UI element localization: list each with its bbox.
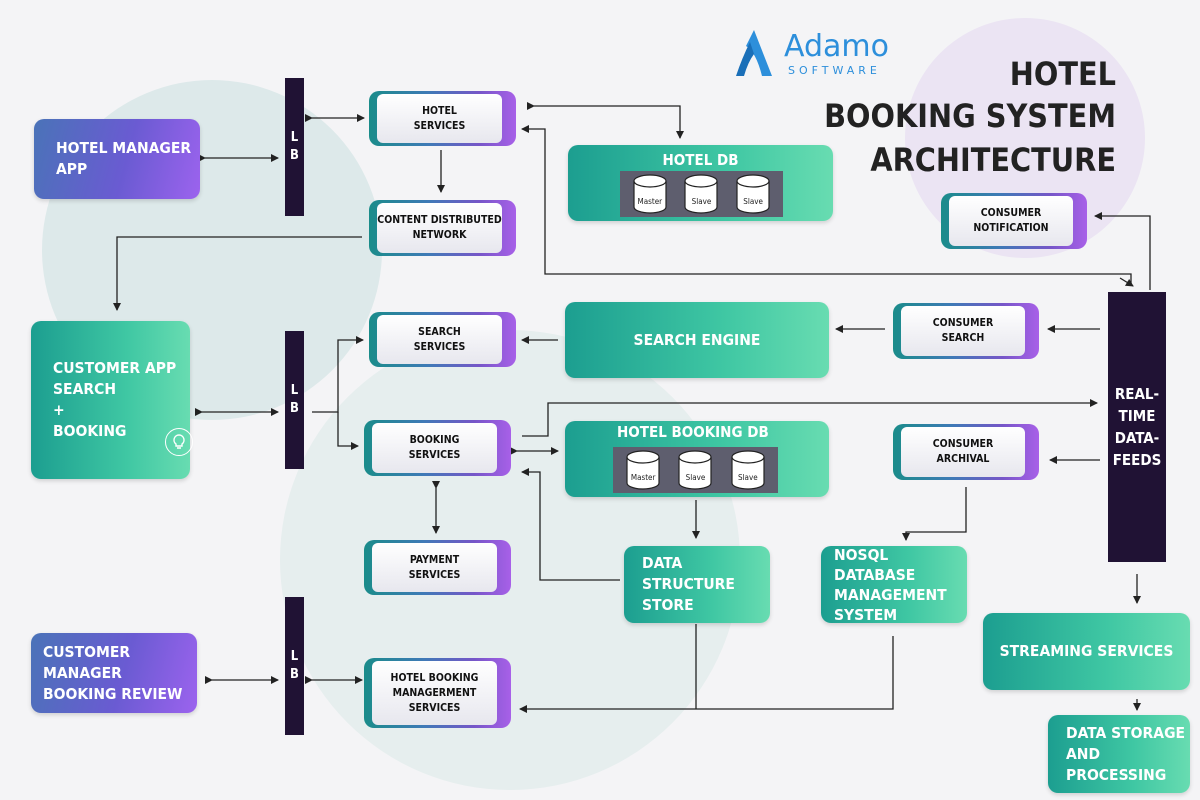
data-storage-label: DATA STORAGE AND PROCESSING [1066, 723, 1186, 784]
search-services-label: SEARCH SERVICES [377, 315, 502, 364]
nosql-database-management-system: NOSQL DATABASE MANAGEMENT SYSTEM [821, 545, 967, 624]
lightbulb-icon [165, 428, 193, 456]
hotel-db-label: HOTEL DB [662, 151, 739, 169]
search-services: SEARCH SERVICES [369, 312, 516, 367]
diagram-title-line2: BOOKING SYSTEM [824, 97, 1116, 135]
logo-name: Adamo [784, 29, 889, 64]
hotel-booking-management-services: HOTEL BOOKING MANAGERMENT SERVICES [364, 658, 511, 728]
hotel-db-nodes: Master Slave Slave [620, 171, 783, 217]
hotel-manager-app-label: HOTEL MANAGER APP [56, 139, 192, 178]
data-storage-and-processing: DATA STORAGE AND PROCESSING [1048, 715, 1190, 793]
diagram-title-line3: ARCHITECTURE [870, 141, 1116, 179]
real-time-data-feeds: REAL- TIME DATA- FEEDS [1108, 292, 1166, 562]
database-icon-master: Master [624, 449, 662, 491]
lb2-letter-b: B [290, 401, 299, 416]
database-icon-slave: Slave [682, 173, 720, 215]
adamo-logo: Adamo SOFTWARE [732, 28, 907, 84]
lb1-letter-b: B [290, 148, 299, 163]
hotel-booking-db-label: HOTEL BOOKING DB [617, 423, 769, 441]
database-icon-slave: Slave [734, 173, 772, 215]
search-engine-label: SEARCH ENGINE [633, 330, 761, 349]
consumer-notification: CONSUMER NOTIFICATION [941, 193, 1087, 249]
adamo-logo-icon [736, 30, 772, 76]
real-time-data-feeds-label: REAL- TIME DATA- FEEDS [1112, 385, 1162, 469]
hotel-services: HOTEL SERVICES [369, 91, 516, 146]
customer-app-label: CUSTOMER APP SEARCH + BOOKING [53, 359, 177, 440]
logo-sub: SOFTWARE [788, 64, 881, 77]
consumer-search: CONSUMER SEARCH [893, 303, 1039, 359]
search-engine: SEARCH ENGINE [565, 302, 829, 378]
customer-manager-label: CUSTOMER MANAGER BOOKING REVIEW [43, 642, 183, 703]
customer-manager-booking-review: CUSTOMER MANAGER BOOKING REVIEW [31, 633, 197, 713]
hotel-db: HOTEL DB Master Slave Slave [568, 145, 833, 221]
data-structure-store: DATA STRUCTURE STORE [624, 546, 770, 623]
load-balancer-1: L B [285, 78, 304, 216]
database-icon-master: Master [631, 173, 669, 215]
lb2-letter-l: L [290, 383, 299, 398]
booking-db-node-slave-1: Slave [685, 473, 706, 482]
hotel-db-node-slave-1: Slave [691, 197, 712, 206]
payment-services-label: PAYMENT SERVICES [372, 543, 497, 592]
lb3-letter-b: B [290, 667, 299, 682]
hotel-manager-app: HOTEL MANAGER APP [34, 119, 200, 199]
hotel-db-node-slave-2: Slave [743, 197, 763, 206]
database-icon-slave: Slave [676, 449, 714, 491]
hotel-booking-db: HOTEL BOOKING DB Master Slave Slave [565, 421, 829, 497]
payment-services: PAYMENT SERVICES [364, 540, 511, 595]
hbm-services-label: HOTEL BOOKING MANAGERMENT SERVICES [372, 661, 497, 725]
consumer-archival: CONSUMER ARCHIVAL [893, 424, 1039, 480]
cdn-label: CONTENT DISTRIBUTED NETWORK [377, 203, 502, 253]
load-balancer-2: L B [285, 331, 304, 469]
diagram-title-line1: HOTEL [1009, 55, 1116, 93]
lb3-letter-l: L [290, 649, 299, 664]
hotel-services-label: HOTEL SERVICES [377, 94, 502, 143]
consumer-search-label: CONSUMER SEARCH [901, 306, 1025, 356]
consumer-notification-label: CONSUMER NOTIFICATION [949, 196, 1073, 246]
database-icon-slave: Slave [729, 449, 767, 491]
streaming-services-label: STREAMING SERVICES [999, 642, 1174, 660]
data-structure-store-label: DATA STRUCTURE STORE [642, 554, 735, 614]
consumer-archival-label: CONSUMER ARCHIVAL [901, 427, 1025, 477]
content-distributed-network: CONTENT DISTRIBUTED NETWORK [369, 200, 516, 256]
customer-app-search-booking: CUSTOMER APP SEARCH + BOOKING [31, 321, 193, 479]
booking-services: BOOKING SERVICES [364, 420, 511, 476]
booking-db-node-master: Master [630, 473, 656, 482]
lb1-letter-l: L [290, 130, 299, 145]
hotel-booking-db-nodes: Master Slave Slave [613, 447, 778, 493]
load-balancer-3: L B [285, 597, 304, 735]
booking-db-node-slave-2: Slave [737, 473, 758, 482]
hotel-db-node-master: Master [637, 197, 663, 206]
booking-services-label: BOOKING SERVICES [372, 423, 497, 473]
streaming-services: STREAMING SERVICES [983, 613, 1190, 690]
nosql-label: NOSQL DATABASE MANAGEMENT SYSTEM [834, 545, 947, 624]
